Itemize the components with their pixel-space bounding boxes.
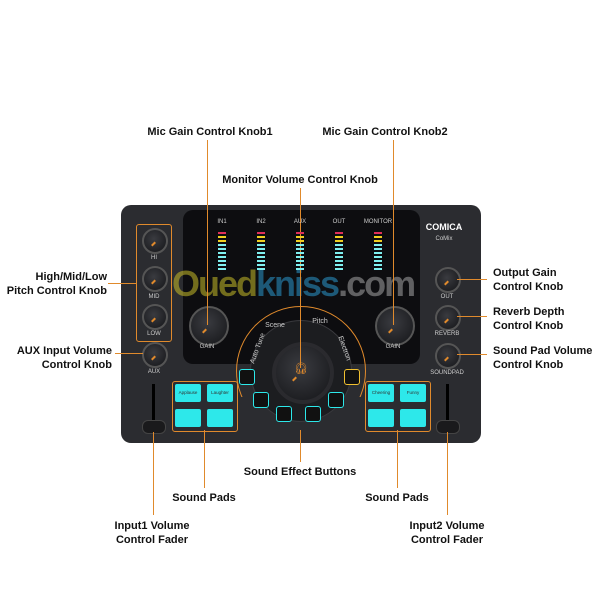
effect-button[interactable] — [328, 392, 344, 408]
effect-button[interactable] — [305, 406, 321, 422]
pad-cheering[interactable]: Cheering — [368, 384, 394, 402]
mode-scene: Scene — [265, 322, 285, 329]
meter-label: OUT — [332, 219, 346, 225]
meter-label: IN1 — [217, 219, 227, 225]
mic-gain-knob-2[interactable] — [375, 306, 415, 346]
callout-monitor: Monitor Volume Control Knob — [222, 174, 378, 186]
output-knob[interactable] — [435, 267, 461, 293]
reverb-label: REVERB — [434, 331, 460, 337]
pad-funny[interactable]: Funny — [400, 384, 426, 402]
pad-laughter[interactable]: Laughter — [207, 384, 233, 402]
headphone-icon: 🎧︎ — [294, 363, 308, 375]
mode-pitch: Pitch — [312, 318, 328, 325]
aux-knob[interactable] — [142, 342, 168, 368]
gain-label-2: GAIN — [385, 344, 401, 350]
callout-effects: Sound Effect Buttons — [243, 466, 357, 478]
fader1-track — [152, 384, 155, 429]
model-name: CoMix — [435, 236, 453, 242]
mid-knob[interactable] — [142, 266, 168, 292]
input1-fader[interactable] — [142, 420, 166, 434]
soundpad-label: SOUNDPAD — [430, 370, 464, 376]
fader2-track — [446, 384, 449, 429]
brand-logo: COMICA — [425, 222, 463, 232]
effect-button[interactable] — [239, 369, 255, 385]
level-meter — [218, 232, 226, 272]
watermark: Ouedkniss.com — [172, 263, 416, 304]
hi-label: HI — [151, 255, 157, 261]
pad[interactable] — [175, 409, 201, 427]
reverb-knob[interactable] — [435, 305, 461, 331]
left-pad-group — [172, 381, 238, 432]
callout-mic-gain-1: Mic Gain Control Knob1 — [147, 126, 273, 138]
callout-pads-right: Sound Pads — [365, 492, 429, 504]
aux-label: AUX — [147, 369, 161, 375]
right-pad-group — [365, 381, 431, 432]
level-meter — [374, 232, 382, 272]
callout-pads-left: Sound Pads — [172, 492, 236, 504]
meter-label: AUX — [293, 219, 307, 225]
effect-button[interactable] — [276, 406, 292, 422]
low-knob[interactable] — [142, 304, 168, 330]
mid-label: MID — [148, 294, 160, 300]
gain-label-1: GAIN — [199, 344, 215, 350]
low-label: LOW — [147, 331, 161, 337]
effect-button[interactable] — [344, 369, 360, 385]
pad-applause[interactable]: Applause — [175, 384, 201, 402]
meter-label: MONITOR — [363, 219, 393, 225]
level-meter — [335, 232, 343, 272]
soundpad-knob[interactable] — [435, 343, 461, 369]
pad[interactable] — [368, 409, 394, 427]
input2-fader[interactable] — [436, 420, 460, 434]
monitor-knob[interactable] — [272, 342, 334, 404]
callout-mic-gain-2: Mic Gain Control Knob2 — [322, 126, 448, 138]
level-meter — [296, 232, 304, 272]
out-label: OUT — [440, 294, 454, 300]
effect-button[interactable] — [253, 392, 269, 408]
hi-knob[interactable] — [142, 228, 168, 254]
pad[interactable] — [207, 409, 233, 427]
meter-label: IN2 — [256, 219, 266, 225]
pad[interactable] — [400, 409, 426, 427]
level-meter — [257, 232, 265, 272]
mic-gain-knob-1[interactable] — [189, 306, 229, 346]
